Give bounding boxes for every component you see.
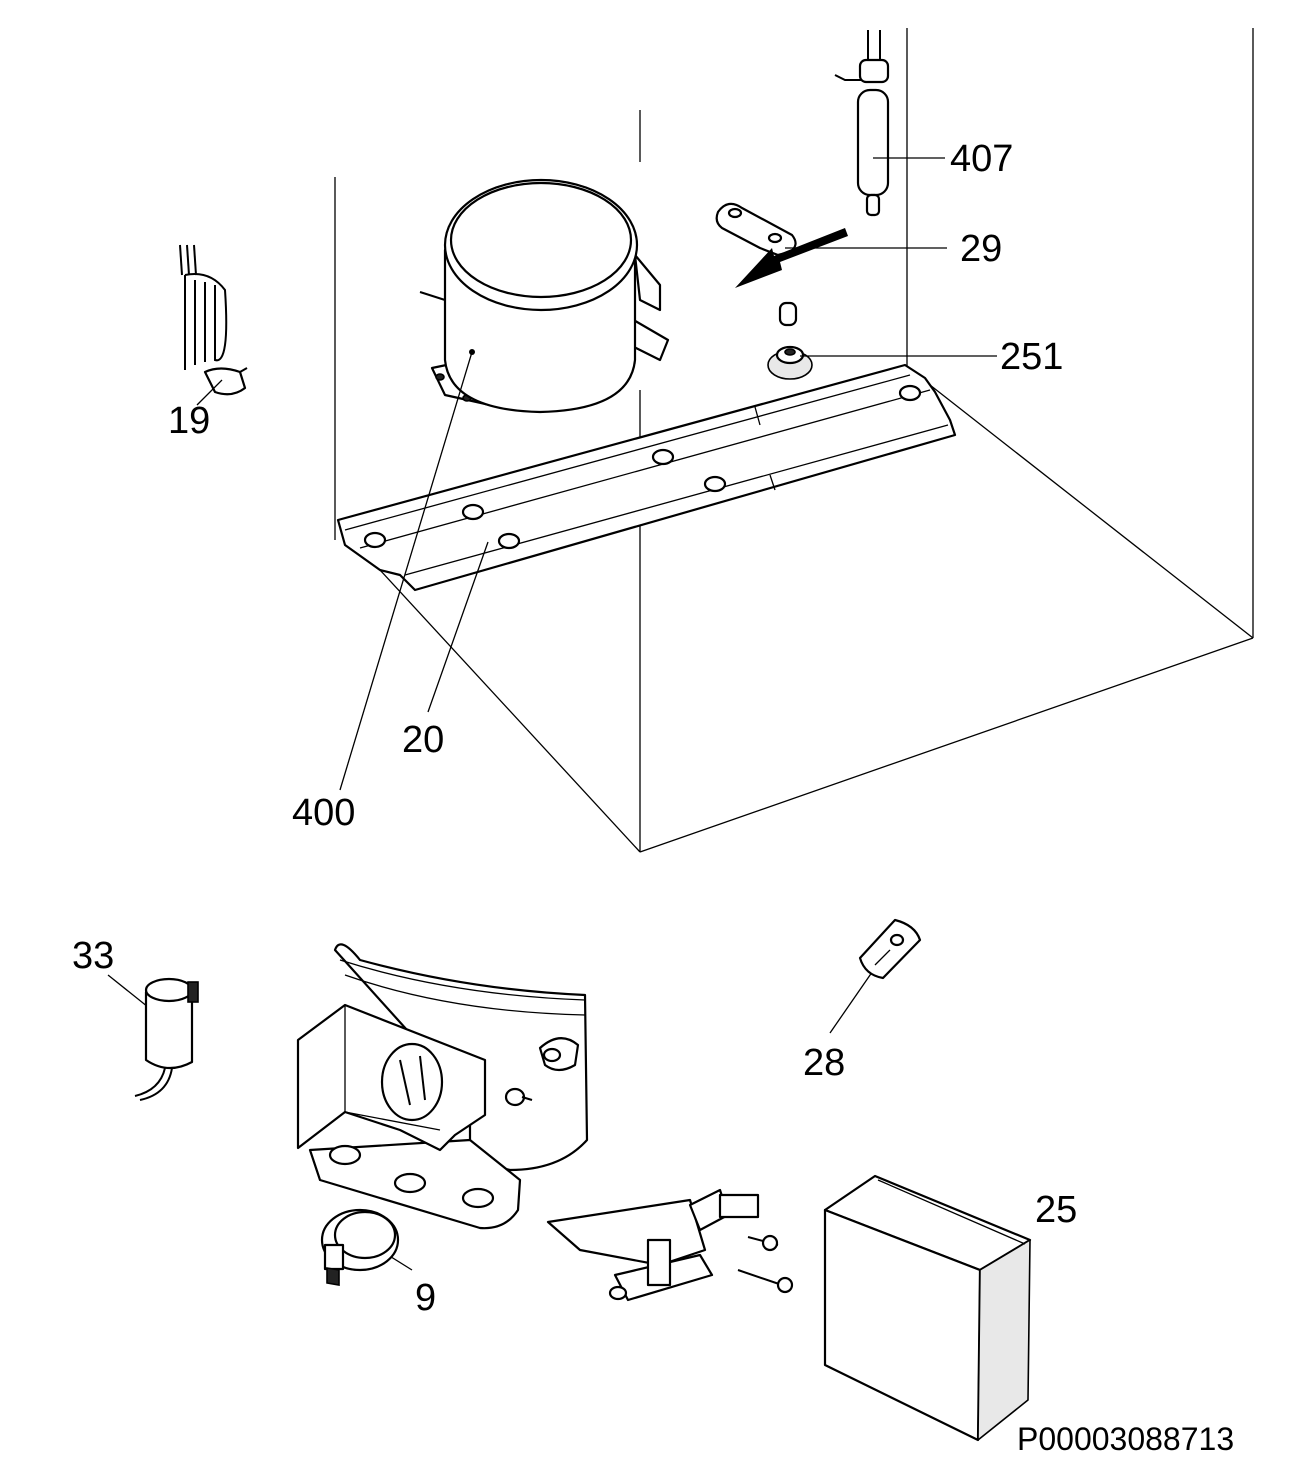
document-id: P00003088713: [1017, 1421, 1234, 1457]
capacitor: [134, 977, 199, 1101]
callout-25: 25: [1035, 1189, 1077, 1231]
drier-filter: [834, 30, 890, 217]
screw: [504, 1087, 533, 1107]
callout-29: 29: [960, 228, 1002, 270]
callout-400: 400: [292, 792, 355, 834]
base-rail: [336, 363, 957, 592]
power-cord: [179, 244, 248, 396]
overload-protector: [320, 1208, 400, 1286]
callout-251: 251: [1000, 336, 1063, 378]
bracket: [715, 202, 797, 257]
callouts: 407 29 251 19 20 400 33 28 25 9: [72, 138, 1077, 1319]
relay-cover: [823, 1174, 1032, 1442]
grommet: [767, 301, 813, 380]
callout-33: 33: [72, 935, 114, 977]
clip: [858, 918, 922, 980]
compressor-detail: [296, 943, 589, 1230]
callout-20: 20: [402, 719, 444, 761]
compressor: [419, 178, 670, 414]
direction-arrow: [735, 228, 848, 288]
start-relay: [546, 1188, 794, 1302]
callout-19: 19: [168, 400, 210, 442]
callout-9: 9: [415, 1277, 436, 1319]
callout-407: 407: [950, 138, 1013, 180]
callout-28: 28: [803, 1042, 845, 1084]
